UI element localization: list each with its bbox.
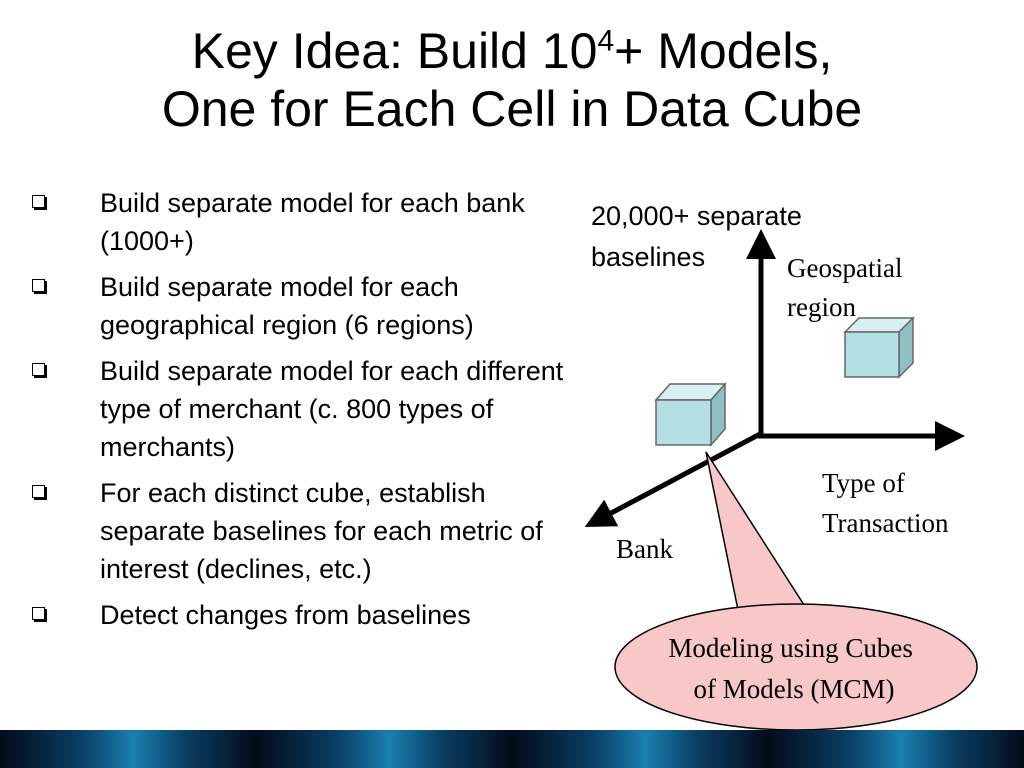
bullet-text: Build separate model for each different … <box>100 356 564 462</box>
bullet-item: Detect changes from baselines <box>28 596 598 634</box>
footer-gradient-bar <box>0 730 1024 768</box>
bullet-item: Build separate model for each geographic… <box>28 268 598 344</box>
square-bullet-icon <box>32 485 45 498</box>
title-line-1-end: + Models, <box>614 23 833 79</box>
bullet-item: Build separate model for each different … <box>28 352 598 466</box>
bullet-text: Build separate model for each geographic… <box>100 272 474 340</box>
data-cube-icon <box>843 316 915 379</box>
horizontal-axis-label: Type of Transaction <box>822 468 949 538</box>
square-bullet-icon <box>32 279 45 292</box>
diagonal-axis-arrow <box>584 430 764 528</box>
title-line-1-start: Key Idea: Build 10 <box>191 23 598 79</box>
bullet-list: Build separate model for each bank (1000… <box>28 184 598 642</box>
title-line-2: One for Each Cell in Data Cube <box>161 81 863 137</box>
title-line-1: Key Idea: Build 104+ Models, <box>0 22 1024 80</box>
slide-title: Key Idea: Build 104+ Models, One for Eac… <box>0 22 1024 138</box>
diagonal-axis-label: Bank <box>616 534 673 564</box>
vertical-axis-label: Geospatial region <box>787 253 909 322</box>
square-bullet-icon <box>32 195 45 208</box>
bullet-item: Build separate model for each bank (1000… <box>28 184 598 260</box>
callout-joint-cover <box>738 606 806 614</box>
bullet-text: Build separate model for each bank (1000… <box>100 188 525 256</box>
square-bullet-icon <box>32 363 45 376</box>
bullet-item: For each distinct cube, establish separa… <box>28 474 598 588</box>
callout-ellipse <box>614 603 978 731</box>
callout-text: Modeling using Cubes of Models (MCM) <box>668 633 919 704</box>
square-bullet-icon <box>32 607 45 620</box>
baselines-label: 20,000+ separate baselines <box>591 201 809 272</box>
callout-pointer <box>705 451 808 611</box>
data-cube-icon <box>654 382 727 447</box>
bullet-text: Detect changes from baselines <box>100 600 471 630</box>
title-exponent: 4 <box>597 24 615 58</box>
bullet-text: For each distinct cube, establish separa… <box>100 478 543 584</box>
